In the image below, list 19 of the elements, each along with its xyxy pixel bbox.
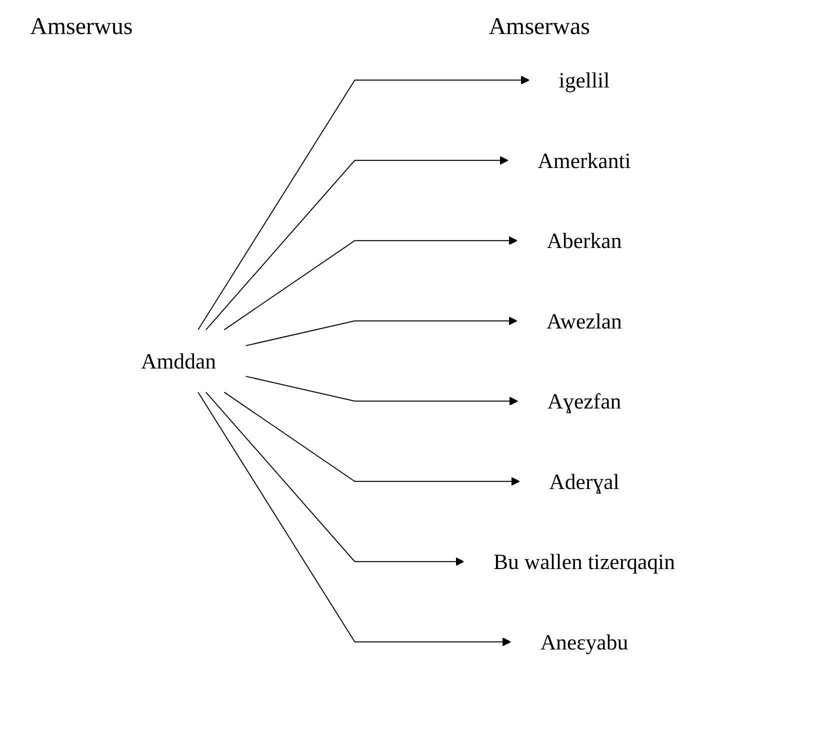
arrow [224,236,518,330]
node-text: Amddan [140,348,216,374]
node-text: Aberkan [546,228,622,254]
node-text: Aderɣal [549,468,620,494]
arrow [205,392,464,566]
node-text: Aɣezfan [547,388,622,414]
arrow [198,392,511,646]
node-text: igellil [558,68,610,93]
node-text: Awezlan [546,308,622,334]
arrow [205,156,508,330]
node-text: Bu wallen tizerqaqin [493,549,676,574]
arrow [198,76,530,330]
column-heading: Amserwas [488,14,590,41]
arrow [245,316,518,346]
node-text: Amerkanti [538,148,631,173]
column-heading: Amserwus [30,14,133,41]
arrow [224,392,520,486]
arrow [245,376,518,406]
node-text: Aneɛyabu [540,629,628,654]
